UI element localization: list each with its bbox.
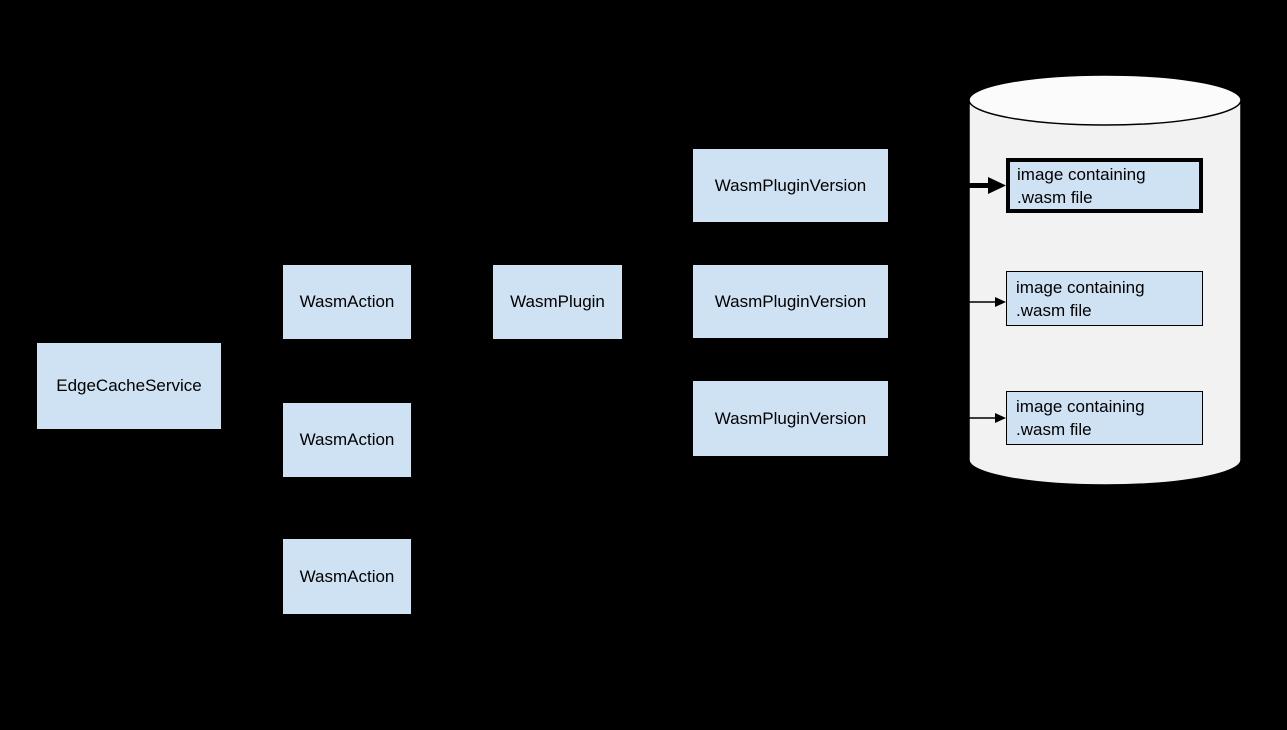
link-wasmplugin-version-1	[621, 184, 694, 303]
node-wasm-action-2: WasmAction	[283, 403, 411, 477]
registry-cylinder-top	[968, 74, 1242, 126]
registry-image-label: image containing .wasm file	[1016, 397, 1145, 439]
link-ecs-wasmaction-1	[220, 301, 284, 387]
link-ecs-wasmaction-2	[220, 385, 284, 441]
node-label: EdgeCacheService	[56, 376, 202, 396]
node-wasm-action-3: WasmAction	[283, 539, 411, 614]
registry-image-2: image containing .wasm file	[1006, 271, 1203, 326]
node-wasm-plugin-version-1: WasmPluginVersion	[693, 149, 888, 222]
node-edge-cache-service: EdgeCacheService	[37, 343, 221, 429]
arrow-head-thin	[995, 297, 1006, 307]
node-wasm-plugin: WasmPlugin	[493, 265, 622, 339]
link-wasmaction-3-wasmplugin	[410, 301, 494, 577]
node-label: WasmPluginVersion	[714, 408, 867, 428]
registry-image-label: image containing .wasm file	[1017, 164, 1146, 207]
arrow-head-thick	[988, 177, 1006, 194]
node-wasm-plugin-version-2: WasmPluginVersion	[693, 265, 888, 338]
link-wasmaction-2-wasmplugin	[410, 301, 494, 441]
node-label: WasmPluginVersion	[714, 291, 867, 311]
node-wasm-action-1: WasmAction	[283, 265, 411, 339]
link-wasmplugin-version-3	[621, 301, 694, 419]
registry-image-1: image containing .wasm file	[1006, 158, 1203, 213]
node-label: WasmAction	[299, 566, 395, 586]
link-ecs-wasmaction-3	[220, 385, 284, 577]
arrow-version3-image3	[889, 413, 1006, 423]
arrow-version1-image1	[889, 177, 1006, 194]
node-label: WasmPlugin	[510, 292, 605, 312]
arrow-version2-image2	[889, 297, 1006, 307]
node-label: WasmPluginVersion	[714, 175, 867, 195]
node-label: WasmAction	[299, 292, 395, 312]
node-label: WasmAction	[299, 430, 395, 450]
registry-image-3: image containing .wasm file	[1006, 391, 1203, 445]
connector-lines	[220, 184, 694, 577]
arrow-head-thin	[995, 413, 1006, 423]
registry-image-label: image containing .wasm file	[1016, 277, 1145, 320]
node-wasm-plugin-version-3: WasmPluginVersion	[693, 381, 888, 456]
